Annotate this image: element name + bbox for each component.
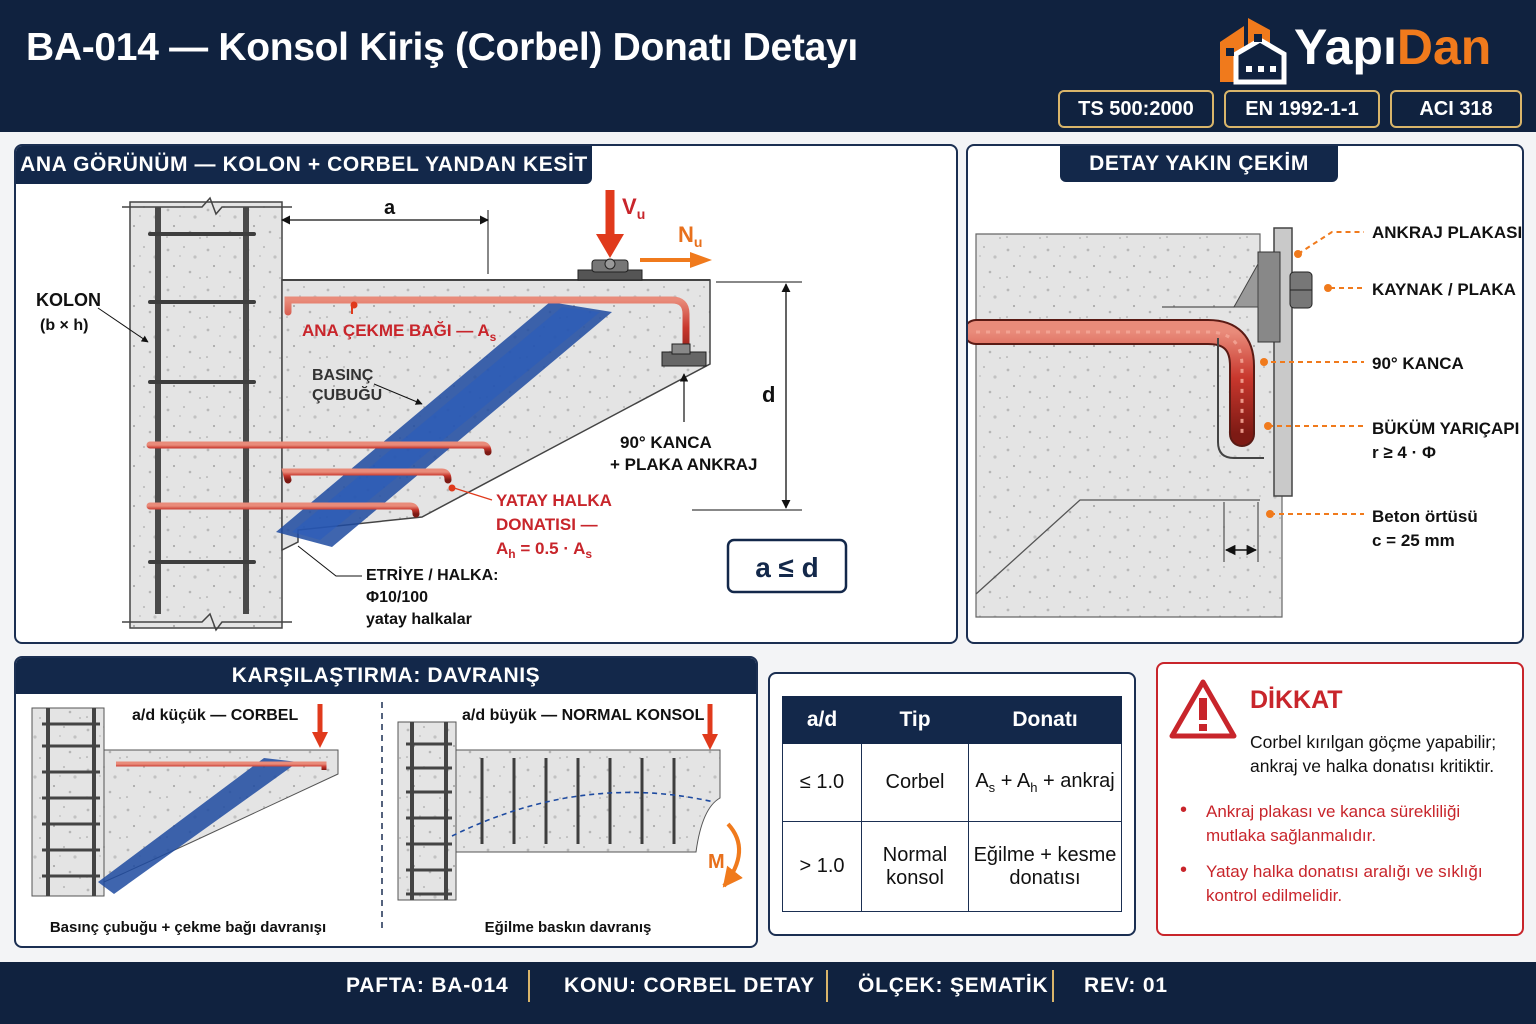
- detail-drawing: ANKRAJ PLAKASI KAYNAK / PLAKA 90° KANCA …: [968, 223, 1522, 618]
- standard-badge-en1992: EN 1992-1-1: [1224, 90, 1380, 128]
- footer-konu: KONU: CORBEL DETAY: [564, 974, 815, 997]
- callout-cover: Beton örtüsü: [1372, 507, 1478, 526]
- column-ties: [148, 232, 256, 564]
- brand-logo: YapıDan: [1214, 12, 1514, 88]
- brand-name: YapıDan: [1294, 19, 1492, 75]
- warning-bullet-2: • Yatay halka donatısı aralığı ve sıklığ…: [1180, 859, 1483, 905]
- callout-cover-value: c = 25 mm: [1372, 531, 1455, 550]
- hook-label-2: + PLAKA ANKRAJ: [610, 455, 758, 474]
- classification-table: a/d Tip Donatı ≤ 1.0 Corbel As + Ah + an…: [782, 696, 1122, 912]
- table-cell-tip: Corbel: [861, 743, 969, 822]
- footer-pafta: PAFTA: BA-014: [346, 974, 509, 997]
- callout-hook: 90° KANCA: [1372, 354, 1464, 373]
- footer-bar: [0, 962, 1536, 1024]
- standard-badge-aci318: ACI 318: [1390, 90, 1522, 128]
- callout-bend-radius: BÜKÜM YARIÇAPI: [1372, 419, 1519, 438]
- warning-triangle-icon: [1169, 679, 1237, 739]
- footer-divider: [528, 970, 530, 1002]
- left-sketch-title: a/d küçük — CORBEL: [132, 707, 298, 724]
- page-title: BA-014 — Konsol Kiriş (Corbel) Donatı De…: [26, 26, 858, 69]
- main-view-panel: ANA GÖRÜNÜM — KOLON + CORBEL YANDAN KESİ…: [14, 144, 958, 644]
- corbel-sketch-strut: [98, 758, 298, 894]
- building-logo-icon: [1220, 18, 1287, 85]
- moment-arrow: [722, 822, 743, 888]
- main-tie-rebar: [284, 296, 690, 366]
- horizontal-link-1: [146, 441, 492, 456]
- comparison-panel: KARŞILAŞTIRMA: DAVRANIŞ a/d küçük — CORB…: [14, 656, 758, 948]
- table-cell-ad: ≤ 1.0: [782, 743, 862, 822]
- dim-a-label: a: [384, 197, 396, 219]
- footer-divider: [1052, 970, 1054, 1002]
- detail-panel: DETAY YAKIN ÇEKİM ANKRAJ PLAKA: [966, 144, 1524, 644]
- detail-tab: DETAY YAKIN ÇEKİM: [1060, 146, 1338, 182]
- right-sketch-caption: Eğilme baskın davranış: [485, 919, 652, 936]
- rule-text: a ≤ d: [755, 552, 819, 583]
- comparison-tab: KARŞILAŞTIRMA: DAVRANIŞ: [16, 658, 756, 694]
- horizontal-link-2: [281, 468, 452, 484]
- standard-badge-ts500: TS 500:2000: [1058, 90, 1214, 128]
- horizontal-link-label-2: DONATISI —: [496, 515, 598, 534]
- main-tie-label: ANA ÇEKME BAĞI — As: [302, 321, 497, 344]
- table-cell-donati: As + Ah + ankraj: [968, 743, 1122, 822]
- table-header-tip: Tip: [861, 696, 969, 744]
- dim-d-label: d: [762, 382, 775, 407]
- comparison-drawing: a/d küçük — CORBEL Basınç çubuğu + çekme…: [31, 702, 743, 936]
- hook-label-1: 90° KANCA: [620, 433, 712, 452]
- horizontal-link-label-3: Ah = 0.5 · As: [496, 539, 592, 561]
- table-header-ad: a/d: [782, 696, 862, 744]
- stirrup-label-1: ETRİYE / HALKA:: [366, 566, 498, 584]
- footer-rev: REV: 01: [1084, 974, 1168, 997]
- moment-label: M: [708, 851, 725, 873]
- stirrup-label-3: yatay halkalar: [366, 611, 472, 628]
- footer-olcek: ÖLÇEK: ŞEMATİK: [858, 974, 1049, 997]
- table-header-donati: Donatı: [968, 696, 1122, 744]
- table-row: ≤ 1.0 Corbel As + Ah + ankraj: [782, 743, 1122, 822]
- callout-bend-radius-value: r ≥ 4 · Φ: [1372, 443, 1436, 462]
- warning-title: DİKKAT: [1250, 686, 1343, 714]
- warning-panel: DİKKAT Corbel kırılgan göçme yapabilir;a…: [1156, 662, 1524, 936]
- horizontal-link-label-1: YATAY HALKA: [496, 491, 612, 510]
- nu-label: Nu: [678, 222, 702, 250]
- callout-anchor-plate: ANKRAJ PLAKASI: [1372, 223, 1522, 242]
- break-line-bottom: [122, 612, 292, 632]
- rule-box: [726, 538, 848, 594]
- footer-divider: [826, 970, 828, 1002]
- warning-text: Corbel kırılgan göçme yapabilir;ankraj v…: [1250, 732, 1497, 776]
- left-sketch-caption: Basınç çubuğu + çekme bağı davranışı: [50, 919, 326, 936]
- callout-weld-plate: KAYNAK / PLAKA: [1372, 280, 1516, 299]
- table-cell-ad: > 1.0: [782, 821, 862, 912]
- beam-sketch-stirrups: [480, 758, 676, 844]
- corbel-sketch-tie: [116, 761, 327, 770]
- stirrup-label-2: Φ10/100: [366, 589, 428, 606]
- load-nu-arrow: [690, 252, 712, 268]
- horizontal-link-3: [146, 502, 420, 518]
- break-line-top: [122, 196, 292, 216]
- main-view-tab: ANA GÖRÜNÜM — KOLON + CORBEL YANDAN KESİ…: [16, 146, 592, 184]
- right-sketch-title: a/d büyük — NORMAL KONSOL: [462, 707, 705, 724]
- column-body: [129, 201, 283, 629]
- strut-label-2: ÇUBUĞU: [312, 385, 382, 404]
- vu-label: Vu: [622, 194, 645, 222]
- column-dims: (b × h): [40, 317, 88, 334]
- main-section-drawing: KOLON (b × h) a d Vu Nu ANA ÇEKME BAĞI —…: [36, 190, 848, 632]
- column-label: KOLON: [36, 290, 101, 310]
- strut-label-1: BASINÇ: [312, 367, 374, 384]
